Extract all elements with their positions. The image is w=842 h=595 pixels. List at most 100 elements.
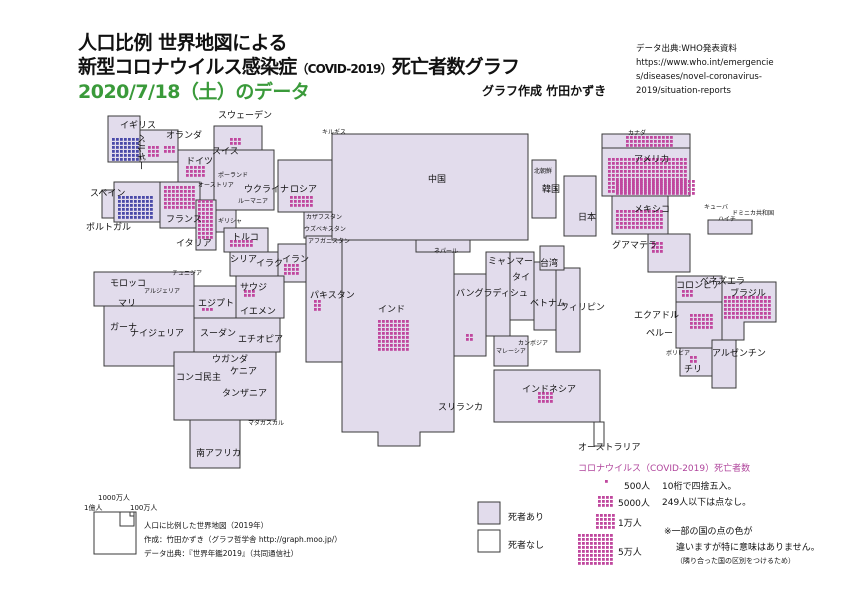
mexico-dot xyxy=(616,218,619,221)
france-dot xyxy=(184,186,187,189)
peru-dot xyxy=(694,326,697,329)
legend-50000-dot xyxy=(602,562,605,565)
usa-south-dot xyxy=(616,188,619,191)
usa-dot xyxy=(652,186,655,189)
mexico-dot xyxy=(652,218,655,221)
legend-10000-dot xyxy=(600,526,603,529)
france-dot xyxy=(164,194,167,197)
uk-dot xyxy=(120,138,123,141)
india-dot xyxy=(398,336,401,339)
usa-south-dot xyxy=(684,184,687,187)
iran-dot xyxy=(296,272,299,275)
label-yemen: イエメン xyxy=(240,307,276,317)
usa-dot xyxy=(636,190,639,193)
brazil-dot xyxy=(756,300,759,303)
usa-dot xyxy=(660,166,663,169)
india-dot xyxy=(390,336,393,339)
usa-dot xyxy=(680,178,683,181)
italy-dot xyxy=(210,220,213,223)
legend-50000-dot xyxy=(606,538,609,541)
india-dot xyxy=(390,332,393,335)
canada-dot xyxy=(670,140,673,143)
france-dot xyxy=(176,202,179,205)
usa-dot xyxy=(620,178,623,181)
usa-dot xyxy=(640,178,643,181)
brazil-dot xyxy=(760,308,763,311)
india-dot xyxy=(406,348,409,351)
color-note-2: 違いますが特に意味はありません。 xyxy=(676,543,820,553)
saudi-dot xyxy=(252,294,255,297)
usa-dot xyxy=(628,178,631,181)
usa-dot xyxy=(644,182,647,185)
canada-dot xyxy=(634,136,637,139)
brazil-dot xyxy=(732,300,735,303)
title-line-2: 新型コロナウイルス感染症（COVID-2019）死亡者数グラフ xyxy=(78,52,520,79)
spain-dot xyxy=(122,200,125,203)
label-ethiopia: エチオピア xyxy=(238,335,284,345)
italy-dot xyxy=(206,224,209,227)
brazil-dot xyxy=(768,296,771,299)
italy-dot xyxy=(210,212,213,215)
mexico-dot xyxy=(616,226,619,229)
legend-10000-dot xyxy=(608,522,611,525)
usa-dot xyxy=(616,186,619,189)
spain-dot xyxy=(130,212,133,215)
turkey-dot xyxy=(242,240,245,243)
uk-dot xyxy=(120,142,123,145)
spain-dot xyxy=(138,216,141,219)
usa-south-dot xyxy=(676,192,679,195)
belgium-dot xyxy=(156,146,159,149)
peru-dot xyxy=(706,322,709,325)
usa-south-dot xyxy=(636,188,639,191)
spain-dot xyxy=(150,204,153,207)
india-dot xyxy=(394,332,397,335)
egypt-dot xyxy=(202,308,205,311)
italy-dot xyxy=(198,232,201,235)
canada-dot xyxy=(626,144,629,147)
uk-dot xyxy=(128,154,131,157)
india-dot xyxy=(406,328,409,331)
uk-dot xyxy=(132,158,135,161)
usa-south-dot xyxy=(680,184,683,187)
usa-dot xyxy=(672,182,675,185)
pakistan-dot xyxy=(318,308,321,311)
mexico-dot xyxy=(620,222,623,225)
usa-dot xyxy=(612,166,615,169)
brazil-dot xyxy=(752,296,755,299)
legend-5000-dot xyxy=(606,504,609,507)
usa-south-dot xyxy=(628,192,631,195)
india-dot xyxy=(402,320,405,323)
brazil-dot xyxy=(728,316,731,319)
russia-dot xyxy=(294,196,297,199)
usa-dot xyxy=(608,170,611,173)
legend-dots xyxy=(578,480,615,565)
usa-dot xyxy=(652,174,655,177)
usa-dot xyxy=(668,162,671,165)
belgium-dot xyxy=(156,150,159,153)
legend-50000-dot xyxy=(578,554,581,557)
brazil-dot xyxy=(732,296,735,299)
italy-dot xyxy=(206,216,209,219)
label-china: 中国 xyxy=(428,175,447,185)
peru-dot xyxy=(698,318,701,321)
uk-dot xyxy=(124,138,127,141)
uk-dot xyxy=(116,150,119,153)
india-dot xyxy=(398,344,401,347)
mexico-dot xyxy=(624,218,627,221)
chile-dot xyxy=(690,360,693,363)
peru-dot xyxy=(690,322,693,325)
usa-dot xyxy=(620,174,623,177)
label-north-korea: 北朝鮮 xyxy=(534,168,553,175)
france-dot xyxy=(180,194,183,197)
brazil-dot xyxy=(740,312,743,315)
source-block: データ出典:WHO発表資料 https://www.who.int/emerge… xyxy=(636,42,806,98)
brazil-dot xyxy=(724,300,727,303)
france-dot xyxy=(168,186,171,189)
legend-10000-dot xyxy=(604,514,607,517)
russia-dot xyxy=(298,196,301,199)
label-congo: コンゴ民主 xyxy=(176,373,222,383)
label-kazakhstan: カザフスタン xyxy=(306,214,343,221)
country-east-africa xyxy=(173,351,277,421)
label-spain: スペイン xyxy=(90,189,126,199)
usa-south-dot xyxy=(628,180,631,183)
